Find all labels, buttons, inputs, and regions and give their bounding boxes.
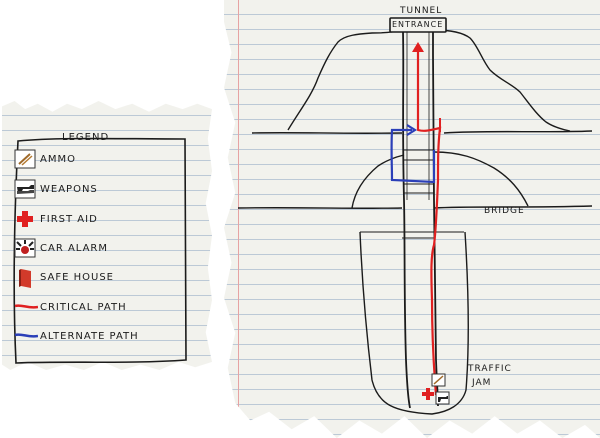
- entrance-sign: [389, 17, 447, 33]
- bridge-line: [237, 205, 593, 209]
- mountain-outline: [287, 29, 571, 132]
- map-weapons-icon: [435, 391, 450, 405]
- legend-item-safe-house: SAFE HOUSE: [14, 266, 184, 288]
- legend-label: WEAPONS: [40, 183, 98, 195]
- bridge-label: BRIDGE: [484, 206, 525, 216]
- critical-path: [416, 48, 442, 396]
- legend-item-first-aid: FIRST AID: [14, 208, 184, 230]
- alternate-path: [390, 128, 436, 184]
- page-margin-line: [238, 0, 239, 438]
- legend-label: SAFE HOUSE: [40, 271, 114, 283]
- alternate-path-line: [14, 326, 39, 346]
- legend-label: CAR ALARM: [40, 242, 109, 254]
- jam-label: JAM: [472, 378, 492, 388]
- legend-item-alternate-path: ALTERNATE PATH: [14, 325, 184, 347]
- map-sheet: [224, 0, 600, 438]
- map-first-aid-icon: [422, 388, 434, 400]
- ammo-icon: [14, 149, 36, 169]
- traffic-label: TRAFFIC: [468, 364, 512, 374]
- legend-item-critical-path: CRITICAL PATH: [14, 296, 184, 318]
- tunnel-wall-left: [402, 31, 411, 409]
- critical-path-line: [14, 297, 39, 317]
- legend-title: LEGEND: [62, 132, 110, 143]
- weapons-icon: [14, 179, 36, 199]
- legend-label: AMMO: [40, 153, 76, 165]
- safe-house-icon: [14, 267, 36, 288]
- legend-item-car-alarm: CAR ALARM: [14, 237, 184, 259]
- legend-label: CRITICAL PATH: [40, 301, 127, 313]
- legend-item-ammo: AMMO: [14, 148, 184, 170]
- map-ammo-icon: [431, 373, 446, 387]
- legend-sheet: [2, 101, 212, 370]
- first-aid-icon: [14, 209, 36, 229]
- alternate-path-arrow: [406, 124, 418, 136]
- entrance-label: ENTRANCE: [392, 20, 444, 29]
- valley-outline: [359, 231, 469, 415]
- tunnel-label: TUNNEL: [400, 6, 443, 16]
- critical-path-arrow: [412, 42, 424, 52]
- legend-item-weapons: WEAPONS: [14, 178, 184, 200]
- ground-line: [251, 130, 593, 134]
- legend-label: FIRST AID: [40, 213, 98, 225]
- canyon-outline: [351, 151, 529, 209]
- car-alarm-icon: [14, 238, 36, 258]
- legend-label: ALTERNATE PATH: [40, 330, 139, 342]
